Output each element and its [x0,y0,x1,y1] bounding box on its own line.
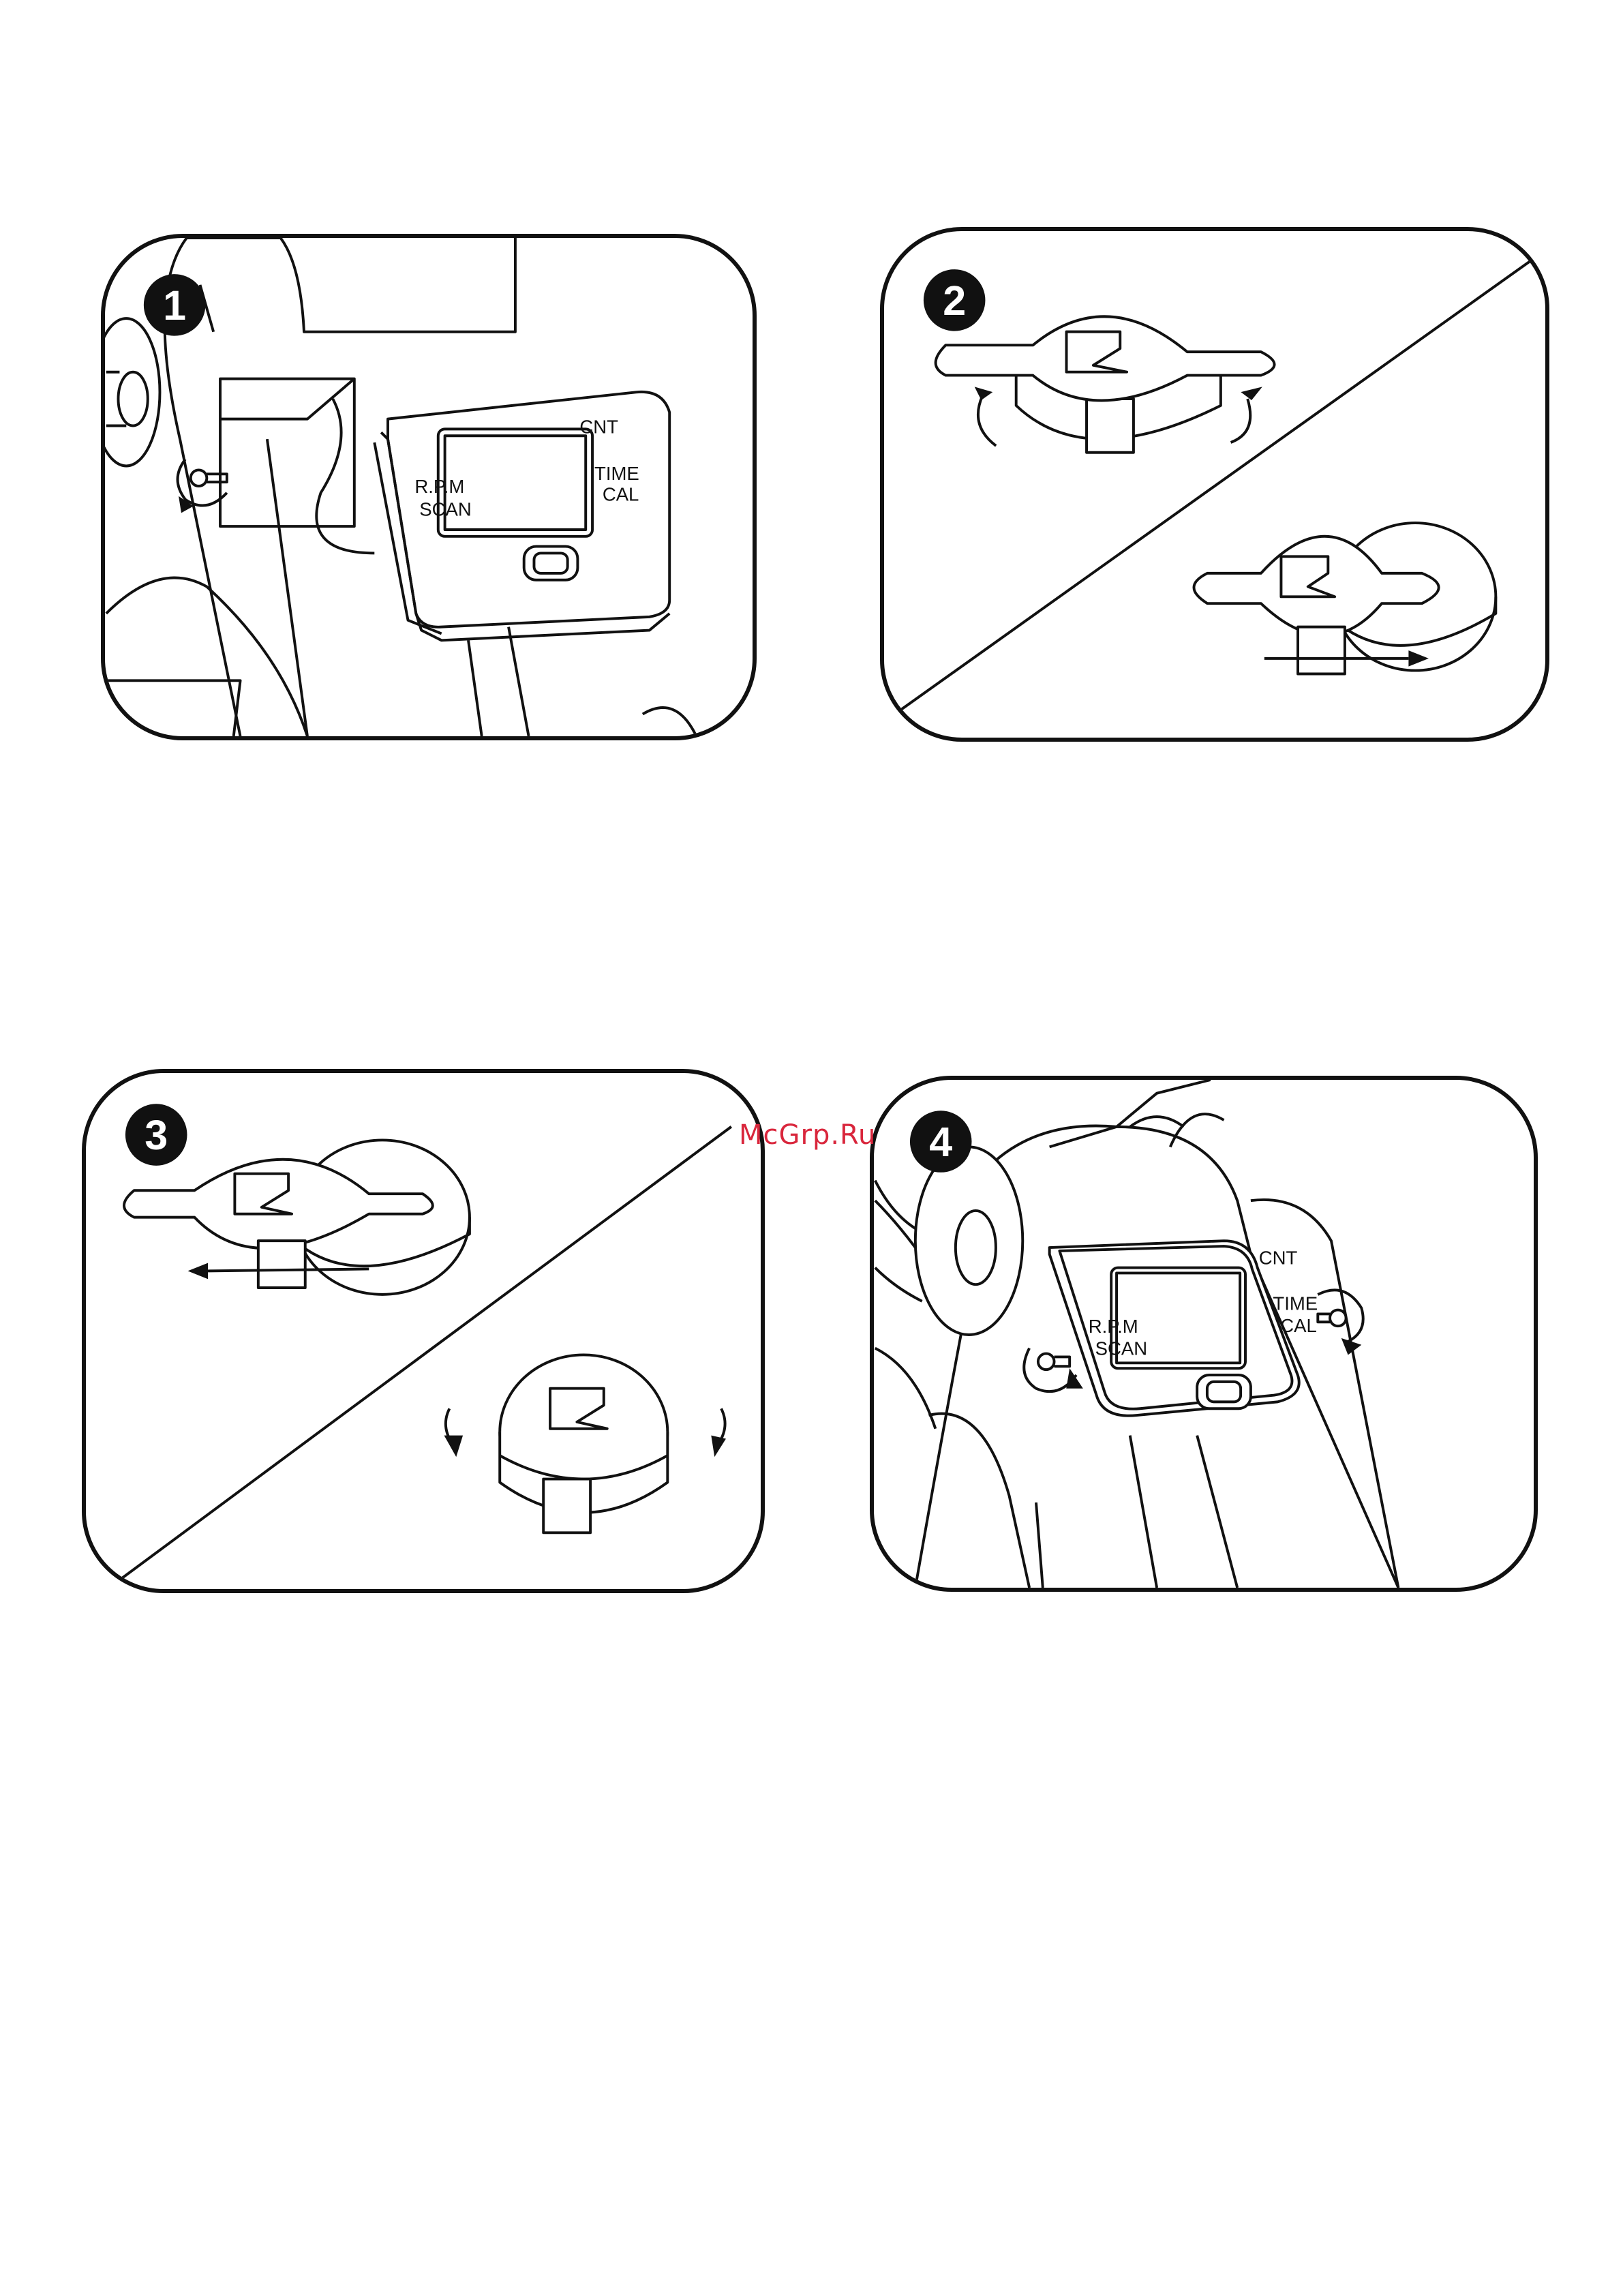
rpm-label: R.P.M [1089,1316,1138,1337]
step-3-panel: 3 [82,1069,765,1593]
step-1-illustration: CNT TIME CAL R.P.M SCAN 1 [105,238,753,736]
rpm-label: R.P.M [414,476,464,497]
step-number: 4 [929,1119,952,1165]
cnt-label: CNT [579,416,618,437]
step-2-illustration: 2 [884,231,1545,738]
scan-label: SCAN [419,498,472,519]
time-label: TIME [594,463,639,484]
step-3-illustration: 3 [86,1073,761,1589]
step-2-panel: 2 [880,227,1549,742]
step-4-illustration: CNT TIME CAL R.P.M SCAN 4 [874,1080,1534,1588]
step-number: 1 [163,282,186,329]
cnt-label: CNT [1259,1248,1298,1269]
step-number: 2 [943,277,966,324]
step-4-panel: CNT TIME CAL R.P.M SCAN 4 [870,1076,1538,1592]
scan-label: SCAN [1095,1338,1148,1359]
step-1-panel: CNT TIME CAL R.P.M SCAN 1 [101,234,757,740]
cal-label: CAL [603,484,639,505]
cal-label: CAL [1280,1315,1317,1336]
time-label: TIME [1273,1293,1318,1314]
watermark: McGrp.Ru [739,1119,876,1151]
step-number: 3 [145,1112,168,1158]
